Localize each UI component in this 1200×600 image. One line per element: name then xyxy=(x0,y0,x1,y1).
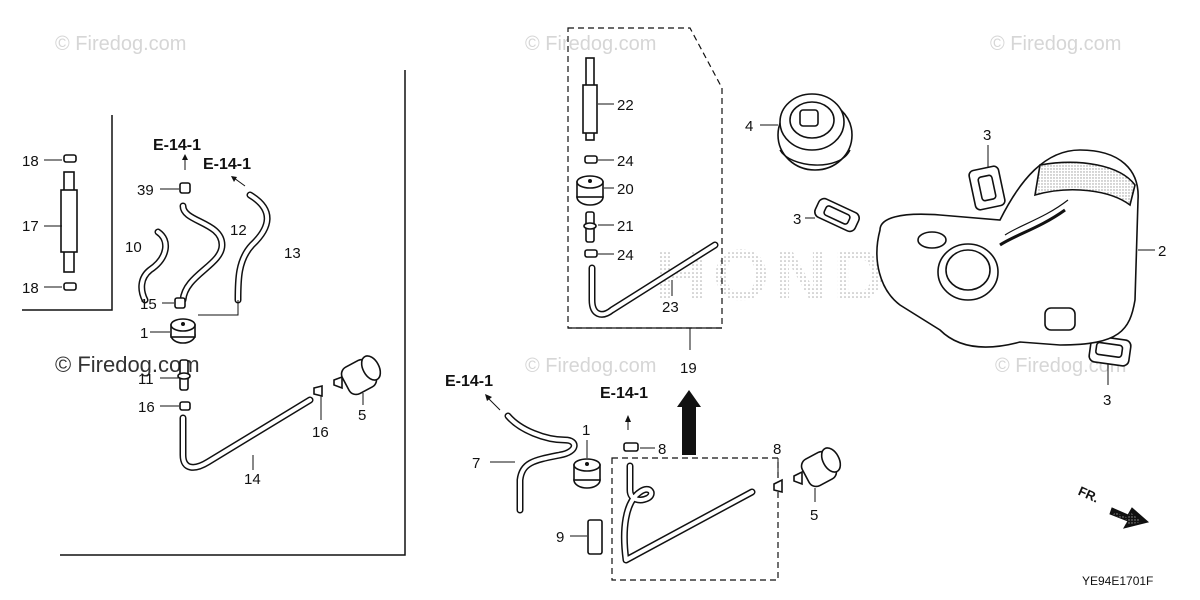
part-21-joint xyxy=(583,211,597,243)
front-direction-arrow-icon xyxy=(1109,507,1150,529)
callout-12: 12 xyxy=(230,222,247,239)
callout-4: 4 xyxy=(745,118,753,135)
part-11-joint xyxy=(177,359,191,391)
part-9-tube xyxy=(587,519,603,555)
assembly-arrow-icon xyxy=(677,390,701,455)
callout-24: 24 xyxy=(617,153,634,170)
tube-13 xyxy=(234,191,271,304)
callout-3: 3 xyxy=(793,211,801,228)
part-3-grommet xyxy=(968,165,1006,211)
reference-label: E-14-1 xyxy=(203,156,251,173)
part-8-clip xyxy=(773,478,783,494)
part-24-clip xyxy=(584,155,598,164)
front-direction-label: FR. xyxy=(1076,483,1101,505)
callout-10: 10 xyxy=(125,239,142,256)
part-1-grommet xyxy=(573,458,601,489)
watermark: © Firedog.com xyxy=(525,355,656,377)
reference-label: E-14-1 xyxy=(445,373,493,390)
part-2-fuel-tank xyxy=(876,149,1139,348)
tube-bottom xyxy=(620,462,756,564)
assembly-bottom-frame xyxy=(611,457,779,581)
part-5-filter xyxy=(333,355,382,396)
part-16-clip xyxy=(179,401,191,411)
callout-11: 11 xyxy=(138,371,154,388)
callout-8: 8 xyxy=(658,441,666,458)
callout-39: 39 xyxy=(137,182,154,199)
callout-24: 24 xyxy=(617,247,634,264)
callout-3: 3 xyxy=(1103,392,1111,409)
callout-19: 19 xyxy=(680,360,697,377)
part-1-grommet xyxy=(170,318,196,344)
callout-1: 1 xyxy=(582,422,590,439)
callout-15: 15 xyxy=(140,296,157,313)
callout-8: 8 xyxy=(773,441,781,458)
part-5-filter xyxy=(793,447,842,488)
part-22-pipe xyxy=(582,57,598,141)
part-4-fuel-cap xyxy=(777,93,853,171)
callout-5: 5 xyxy=(810,507,818,524)
tube-10 xyxy=(138,228,169,304)
callout-3: 3 xyxy=(983,127,991,144)
assembly-19-frame xyxy=(567,27,723,329)
left-group-frame xyxy=(60,70,406,556)
part-8-clip xyxy=(623,442,639,452)
callout-1: 1 xyxy=(140,325,148,342)
callout-18: 18 xyxy=(22,153,39,170)
callout-16: 16 xyxy=(138,399,155,416)
watermark: © Firedog.com xyxy=(525,33,656,55)
callout-13: 13 xyxy=(284,245,301,262)
callout-14: 14 xyxy=(244,471,261,488)
callout-7: 7 xyxy=(472,455,480,472)
callout-16: 16 xyxy=(312,424,329,441)
small-group-frame xyxy=(22,115,113,311)
watermark: © Firedog.com xyxy=(55,33,186,55)
part-17-pipe xyxy=(60,154,78,291)
part-20-grommet xyxy=(576,175,604,206)
part-3-grommet xyxy=(814,197,860,233)
tube-14 xyxy=(179,396,314,471)
watermark: © Firedog.com xyxy=(990,33,1121,55)
part-24-clip xyxy=(584,249,598,258)
callout-2: 2 xyxy=(1158,243,1166,260)
part-39-clip xyxy=(179,182,191,194)
callout-9: 9 xyxy=(556,529,564,546)
callout-20: 20 xyxy=(617,181,634,198)
reference-label: E-14-1 xyxy=(153,137,201,154)
callout-17: 17 xyxy=(22,218,39,235)
tube-23 xyxy=(588,241,719,318)
callout-22: 22 xyxy=(617,97,634,114)
reference-label: E-14-1 xyxy=(600,385,648,402)
callout-18: 18 xyxy=(22,280,39,297)
callout-21: 21 xyxy=(617,218,634,235)
callout-23: 23 xyxy=(662,299,679,316)
tube-7 xyxy=(504,412,578,514)
part-3-grommet xyxy=(1088,335,1132,367)
tube-12 xyxy=(179,202,226,304)
watermark: © Firedog.com xyxy=(55,352,200,377)
part-16-clip xyxy=(313,384,323,398)
diagram-code: YE94E1701F xyxy=(1082,574,1153,588)
callout-5: 5 xyxy=(358,407,366,424)
part-15-clip xyxy=(174,297,186,309)
